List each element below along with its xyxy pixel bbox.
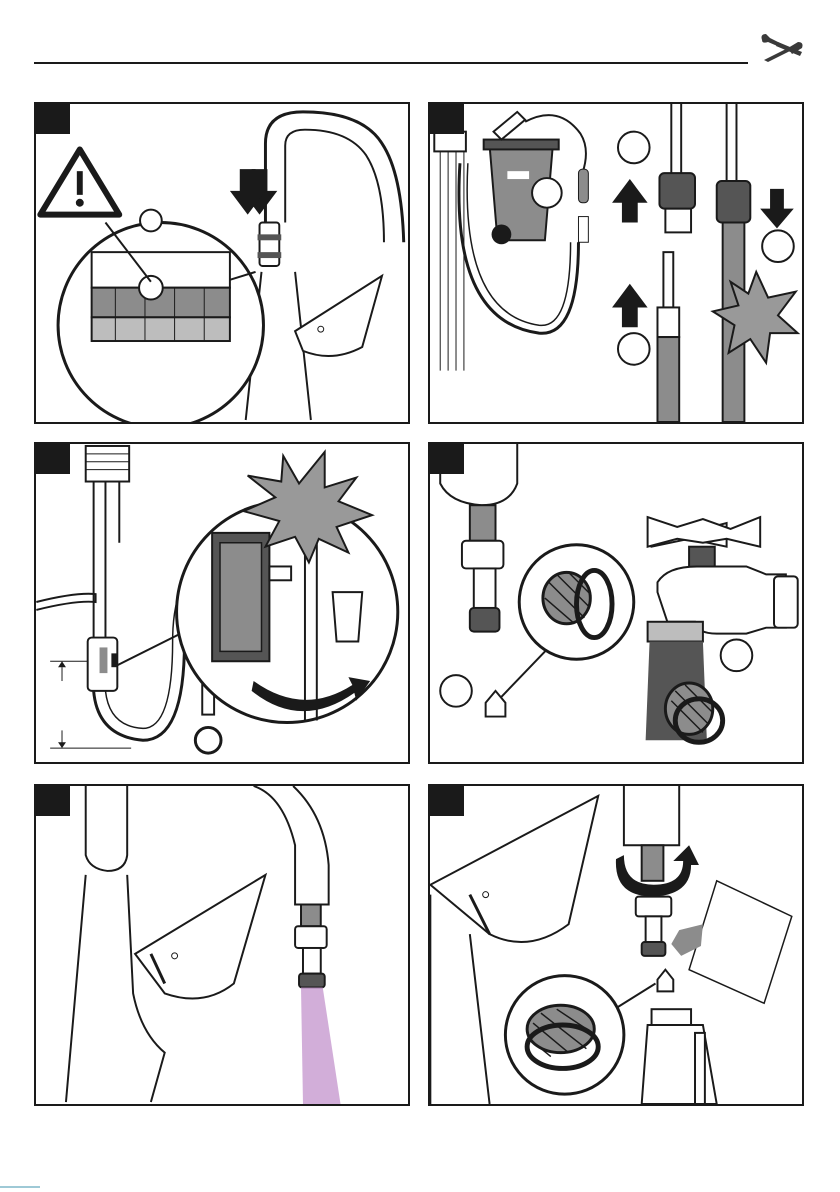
warning-triangle-icon (40, 149, 119, 214)
step-tab-1 (36, 104, 70, 134)
step-tab-4 (430, 444, 464, 474)
step-2-illustration (430, 104, 802, 422)
step-panel-3 (34, 442, 410, 764)
header-rule (34, 62, 748, 64)
push-down-arrow-icon (760, 189, 794, 229)
footer-mark (0, 1186, 40, 1188)
step-6-illustration (430, 786, 802, 1104)
press-down-arrow-icon (230, 169, 277, 214)
step-5-illustration (36, 786, 408, 1104)
step-panel-2 (428, 102, 804, 424)
step-tab-3 (36, 444, 70, 474)
cloth-icon (671, 881, 791, 1003)
recycle-bin-icon (484, 112, 589, 244)
step-3-illustration (36, 444, 408, 762)
push-up-arrow-icon (612, 179, 648, 327)
step-tab-2 (430, 104, 464, 134)
step-tab-6 (430, 786, 464, 816)
step-panel-6 (428, 784, 804, 1106)
flush-stream-icon (301, 987, 341, 1104)
wrench-screwdriver-icon (758, 30, 806, 70)
step-panel-5 (34, 784, 410, 1106)
step-4-illustration (430, 444, 802, 762)
step-panel-4 (428, 442, 804, 764)
step-tab-5 (36, 786, 70, 816)
magnifier-callout-icon (58, 210, 263, 422)
step-1-illustration (36, 104, 408, 422)
step-panel-1 (34, 102, 410, 424)
